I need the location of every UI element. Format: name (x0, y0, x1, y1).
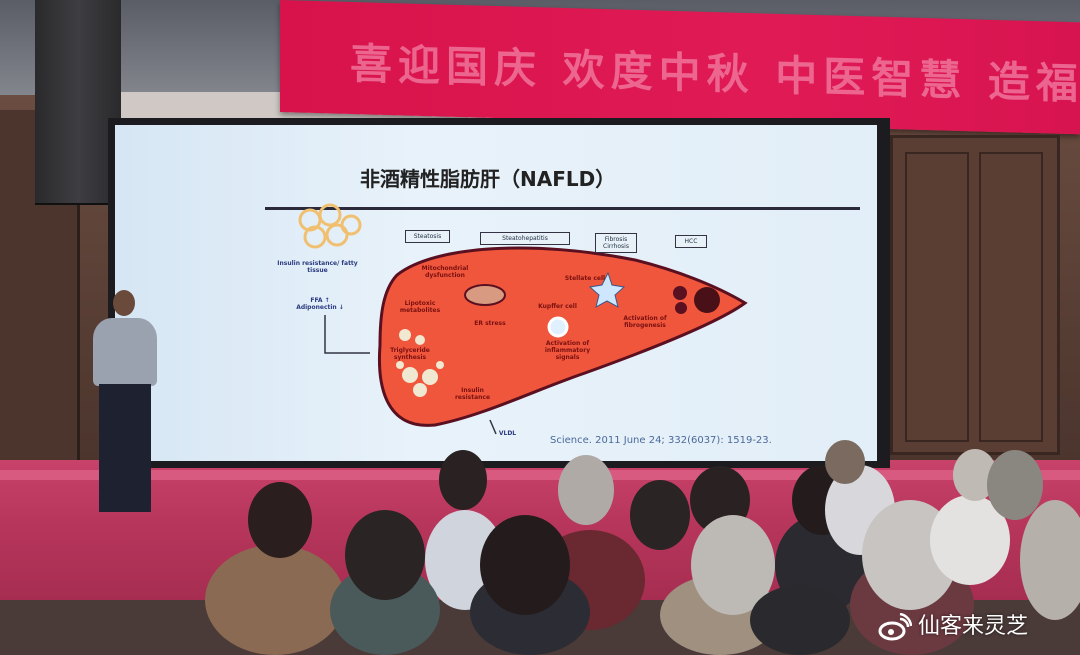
tumor (673, 286, 687, 300)
fat-cells-icon (298, 203, 362, 249)
kupffer-cell (547, 316, 569, 338)
label: ER stress (474, 320, 506, 327)
stage-edge (0, 470, 1080, 480)
weibo-icon (878, 613, 912, 641)
liver-diagram (298, 203, 748, 435)
watermark-text: 仙客来灵芝 (918, 614, 1029, 639)
label: Kupffer cell (538, 303, 577, 310)
label: Insulin resistance (454, 387, 491, 402)
speaker (85, 290, 170, 515)
label: Triglyceride synthesis (390, 347, 430, 362)
slide: 非酒精性脂肪肝（NAFLD） Steatosis Steatohepatitis… (115, 125, 877, 461)
speaker-shirt (93, 318, 157, 386)
loudspeaker (35, 0, 121, 205)
label: Lipotoxic metabolites (399, 300, 441, 315)
mitochondrion (464, 284, 506, 306)
label: FFA ↑ Adiponectin ↓ (296, 297, 344, 312)
stage-hcc: HCC (675, 235, 707, 249)
banner-text: 喜迎国庆 欢度中秋 中医智慧 造福百 (350, 38, 1080, 110)
tumor (694, 287, 720, 313)
vldl-arrow (489, 419, 497, 435)
arrow (324, 315, 370, 354)
slide-title: 非酒精性脂肪肝（NAFLD） (360, 167, 616, 191)
label: Activation of inflammatory signals (544, 340, 591, 362)
right-door (890, 135, 1060, 455)
label: Insulin resistance/ fatty tissue (277, 260, 358, 275)
audience (205, 440, 1080, 655)
tumor (675, 302, 687, 314)
label: Mitochondrial dysfunction (421, 265, 469, 280)
door-panel (979, 152, 1043, 442)
speaker-trousers (99, 384, 151, 512)
label: VLDL (498, 430, 517, 437)
stage-steatosis: Steatosis (405, 230, 450, 244)
stage-fibrosis: Fibrosis Cirrhosis (595, 233, 637, 254)
title-rule (265, 207, 860, 210)
speaker-head (113, 290, 135, 316)
stellate-cell (588, 271, 626, 308)
citation: Science. 2011 June 24; 332(6037): 1519-2… (550, 435, 772, 446)
stage-steatohepatitis: Steatohepatitis (480, 232, 570, 246)
watermark: 仙客来灵芝 (878, 613, 1028, 641)
audience-members (205, 440, 1080, 655)
lipid-droplets (396, 329, 444, 397)
label: Activation of fibrogenesis (623, 315, 667, 330)
label: Stellate cell (564, 275, 606, 282)
door-panel (905, 152, 969, 442)
banner: 喜迎国庆 欢度中秋 中医智慧 造福百 (280, 0, 1080, 135)
